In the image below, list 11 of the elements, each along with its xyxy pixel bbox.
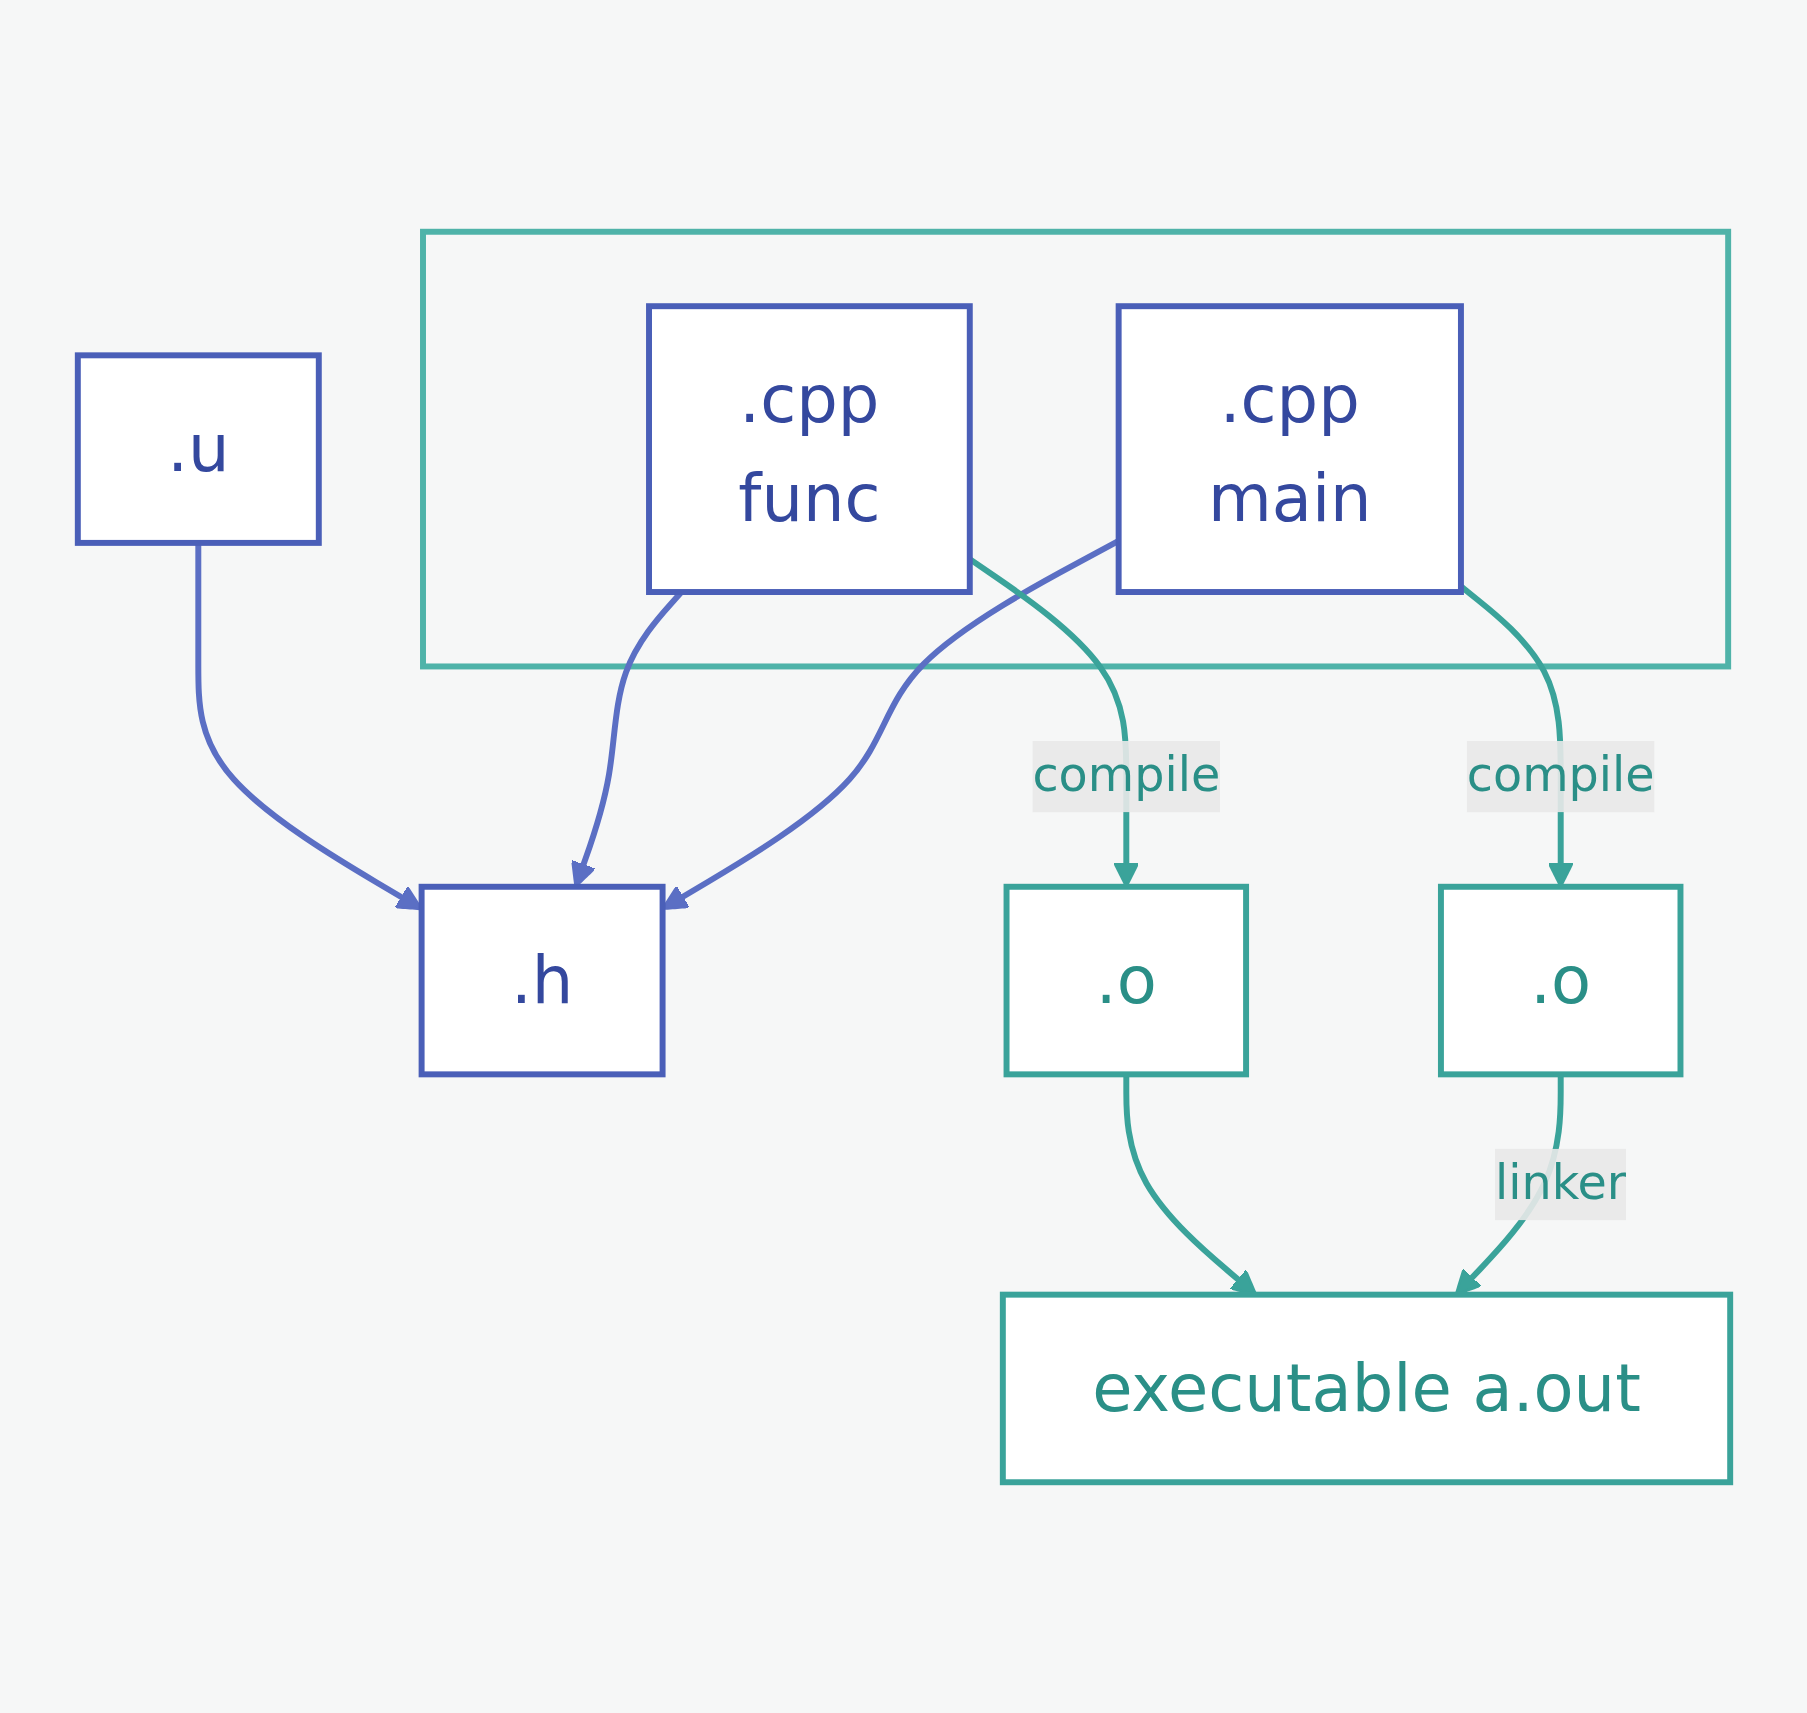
node-box: .h [418,883,666,1077]
node-box: .o [1003,883,1249,1077]
node-box: .cpp main [1115,302,1464,595]
edge-label: compile [1031,746,1220,803]
edge-label: compile [1466,746,1655,803]
cluster [419,228,1731,669]
node-box: .u [74,351,322,546]
node-box: .o [1437,883,1683,1077]
node-box: executable a.out [999,1291,1733,1485]
edge-label: linker [1494,1154,1626,1211]
node-box: .cpp func [645,302,973,595]
